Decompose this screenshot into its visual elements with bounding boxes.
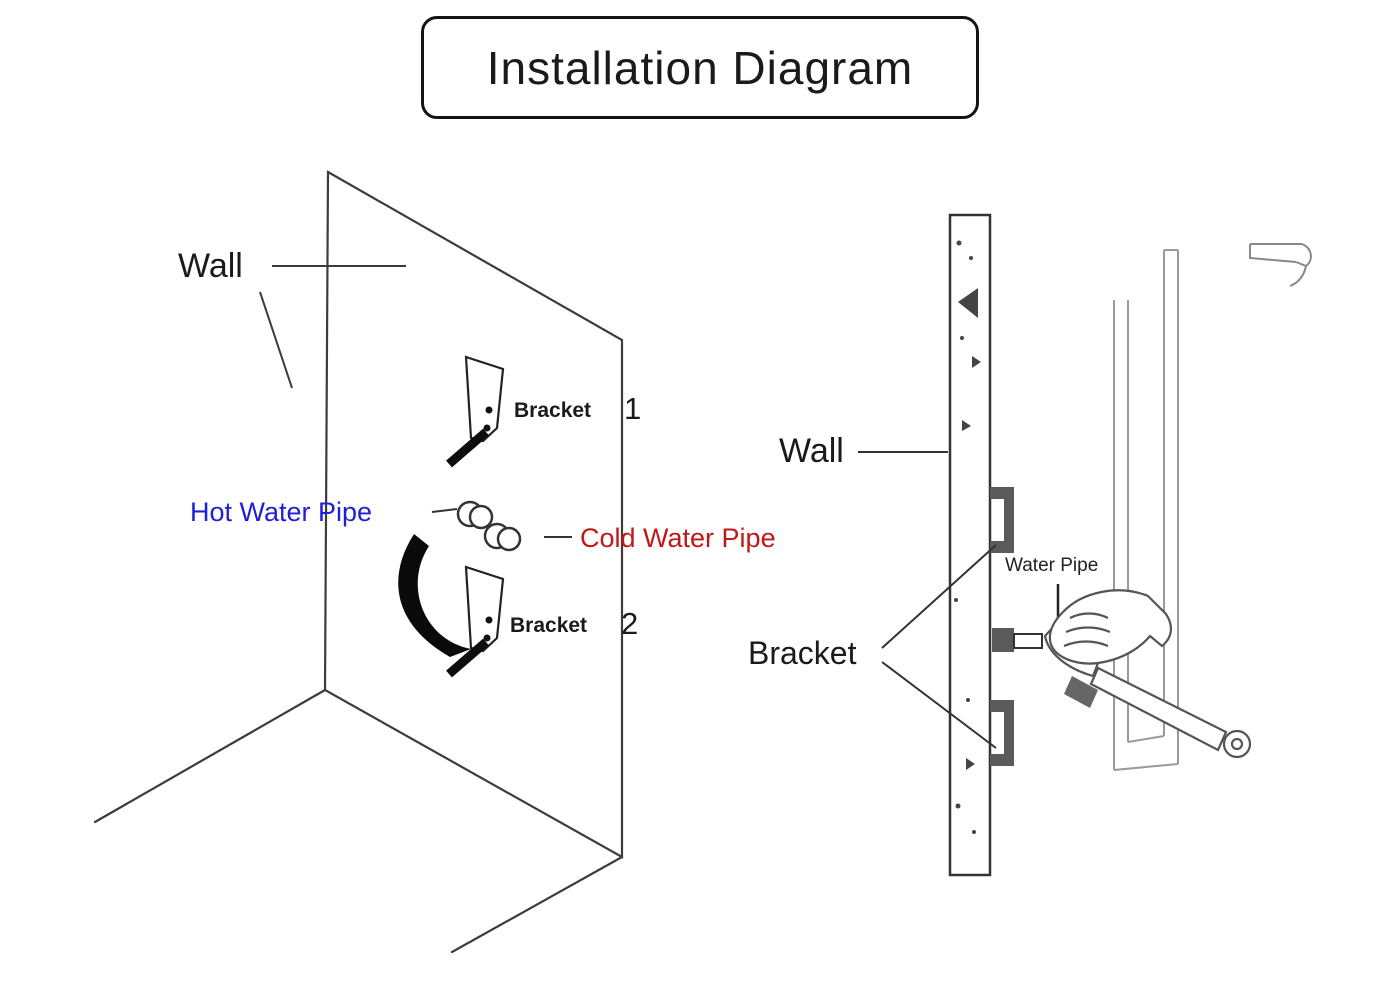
pipe-leader-lines: [431, 508, 572, 538]
hot-water-pipe-label: Hot Water Pipe: [190, 497, 373, 527]
side-wall-texture: [954, 240, 981, 834]
bracket1-icon: [446, 355, 505, 468]
side-brackets-icon: [990, 487, 1014, 766]
hand-icon: [1048, 589, 1172, 665]
faucet-icon: [1249, 243, 1312, 287]
front-bracket1-label: Bracket: [514, 399, 592, 422]
diagram-title-text: Installation Diagram: [486, 41, 914, 94]
front-wall-label: Wall: [178, 247, 243, 285]
side-water-pipe-label: Water Pipe: [1005, 555, 1099, 576]
front-bracket1-number: 1: [624, 391, 642, 426]
water-pipe-stub: [1013, 633, 1043, 649]
cold-water-pipe-label: Cold Water Pipe: [580, 523, 776, 553]
pipe-ends-icon: [456, 500, 522, 552]
diagram-title: Installation Diagram: [421, 16, 979, 119]
side-wall-label: Wall: [779, 432, 844, 470]
front-bracket2-number: 2: [621, 606, 639, 641]
front-wall-leader-lines: [259, 265, 406, 389]
wrench-shadow: [1064, 676, 1098, 708]
side-bracket-leader-lines: [881, 544, 997, 749]
side-wall: [948, 213, 992, 877]
side-bracket-label: Bracket: [748, 635, 857, 671]
curved-arrow-icon: [398, 534, 471, 657]
bracket2-icon: [446, 565, 505, 678]
front-bracket2-label: Bracket: [510, 614, 588, 637]
background-pipes-icon: [1113, 249, 1179, 771]
front-wall-outline: [93, 170, 624, 954]
